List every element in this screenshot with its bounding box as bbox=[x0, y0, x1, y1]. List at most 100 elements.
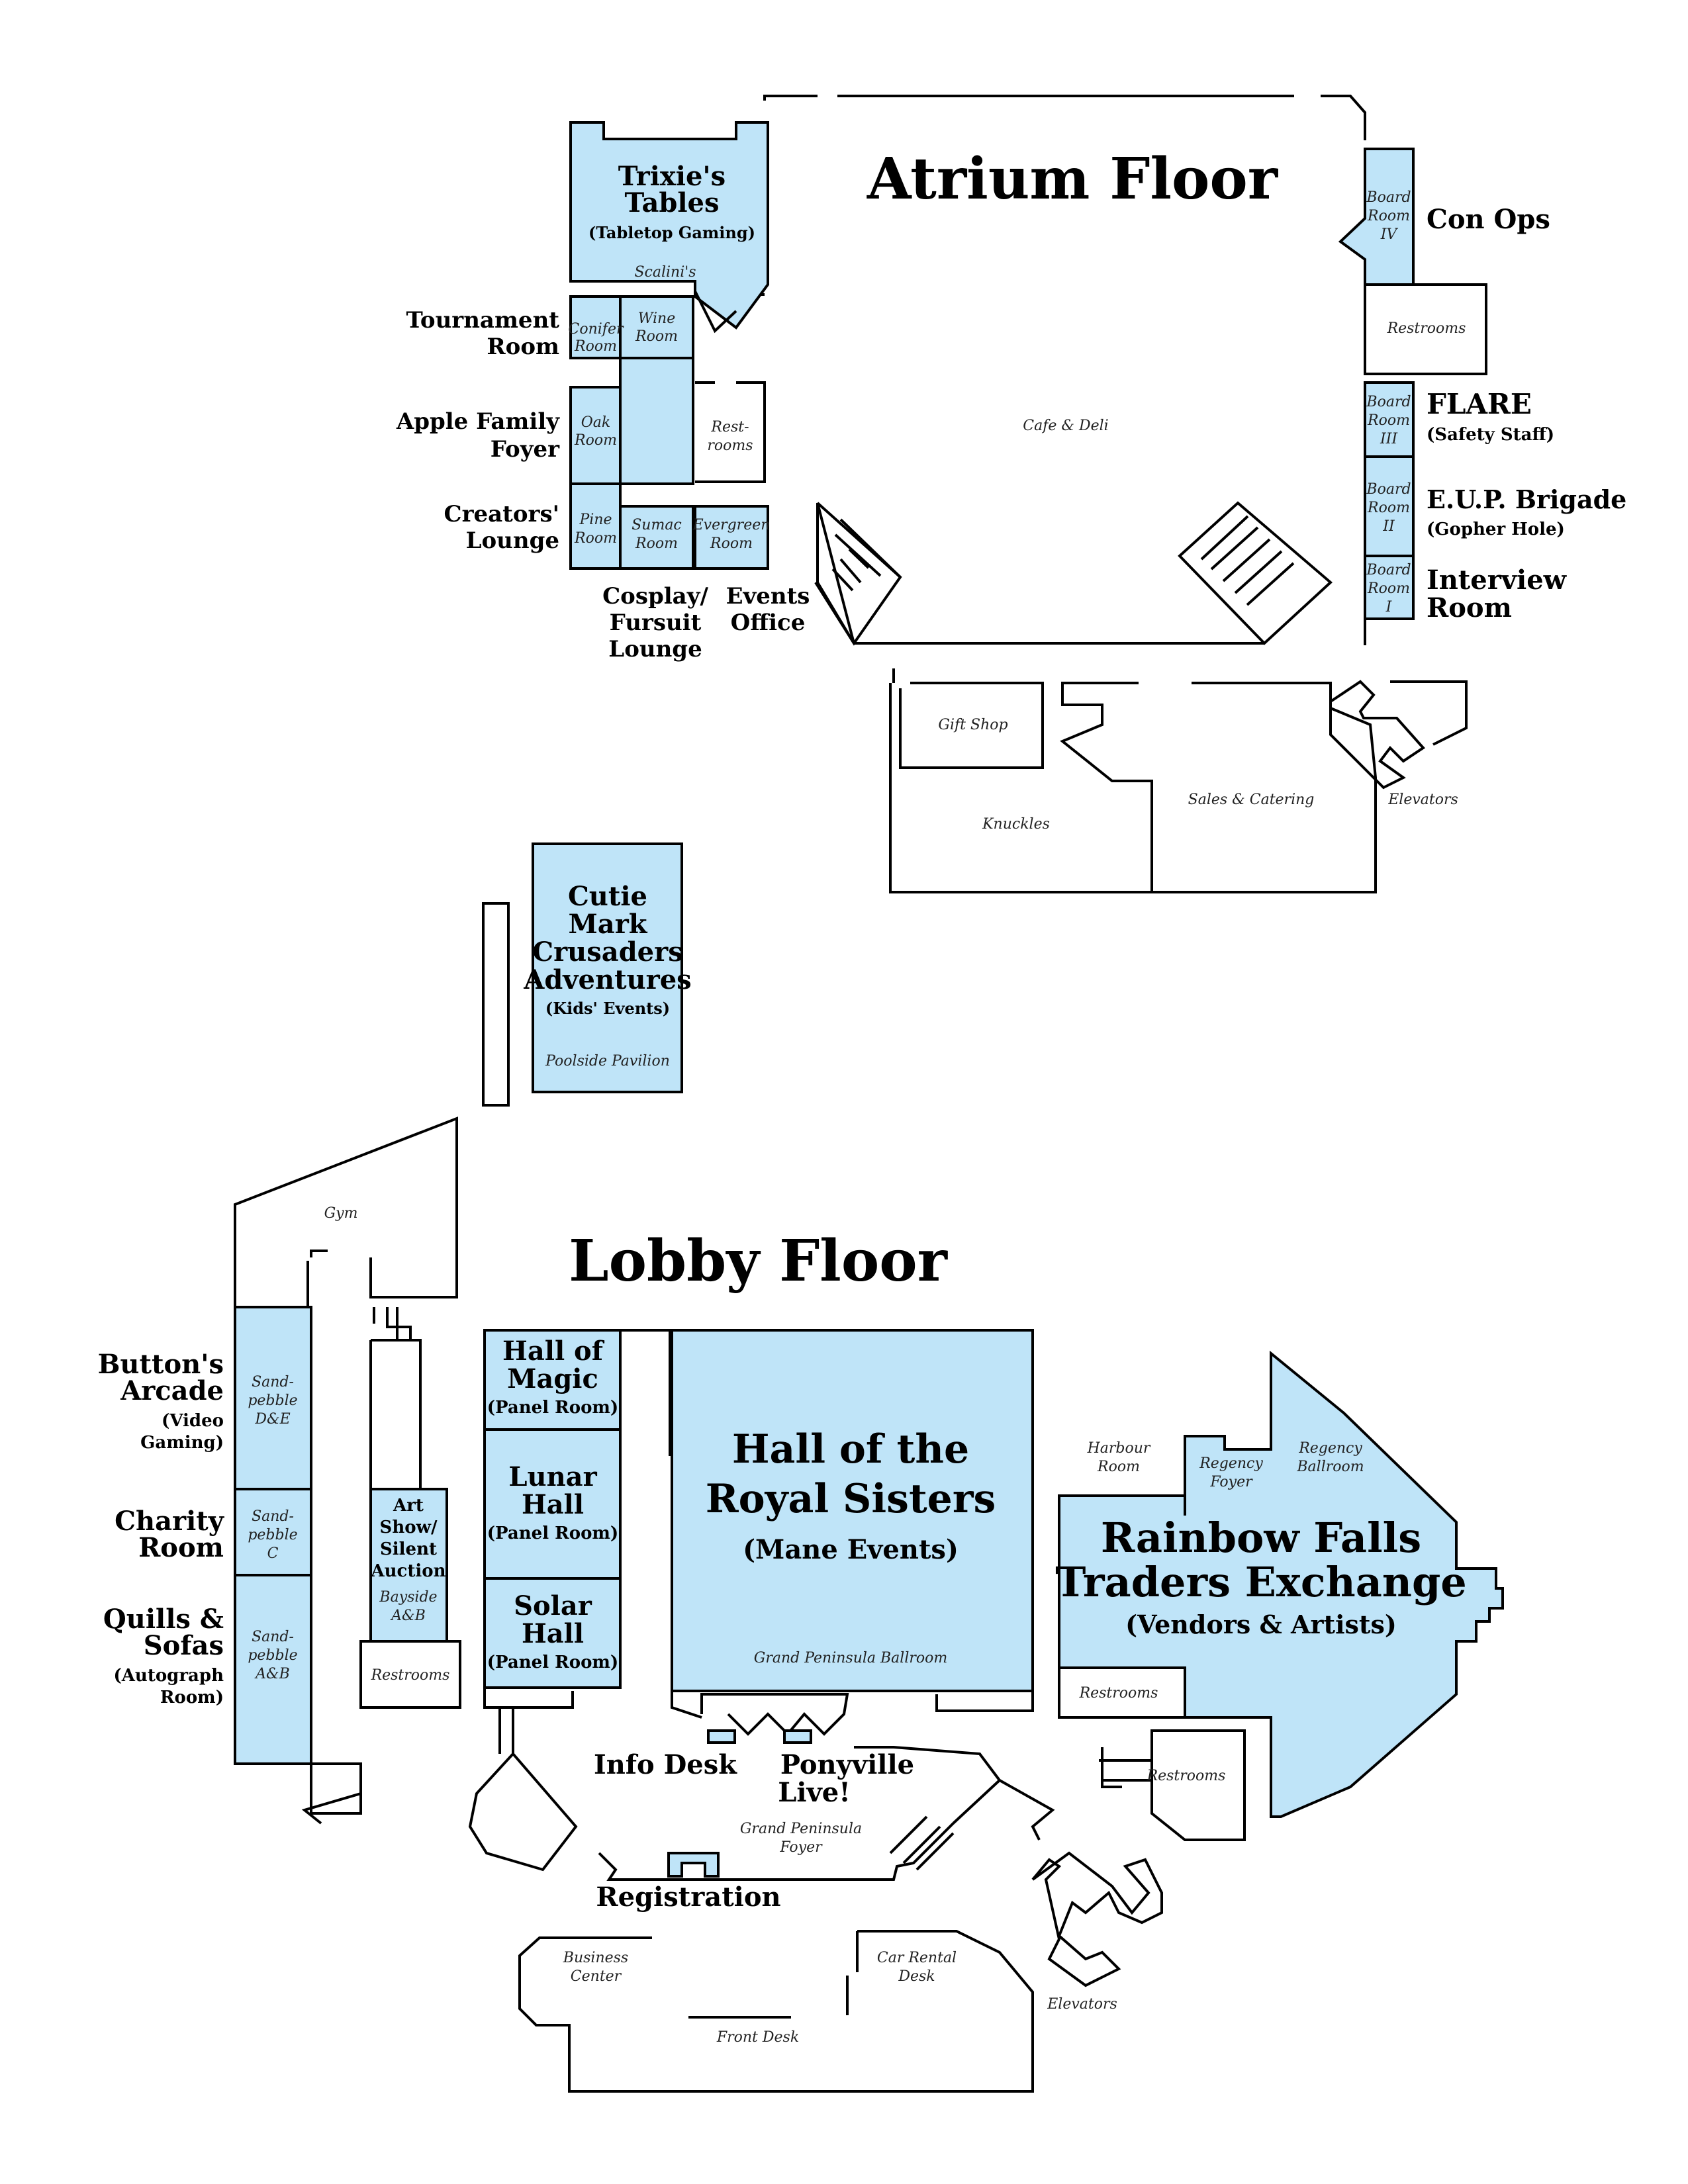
elevators-lobby[interactable] bbox=[1031, 1851, 1163, 1987]
knuckles-label: Knuckles bbox=[982, 816, 1050, 833]
art-label-1: Art bbox=[393, 1496, 424, 1516]
oak-label-1: Oak bbox=[581, 414, 610, 431]
restrooms-left-label-2: rooms bbox=[707, 437, 753, 454]
sp-de-label-1: Sand- bbox=[252, 1374, 294, 1390]
registration-desk-marker[interactable] bbox=[667, 1852, 720, 1878]
lobby-title: Lobby Floor bbox=[569, 1228, 948, 1295]
lobby-floor: Lobby Floor bbox=[234, 1116, 1504, 2093]
lunar-label-1: Lunar bbox=[508, 1461, 597, 1492]
eup-sub: (Gopher Hole) bbox=[1427, 520, 1565, 539]
sp-ab-label-2: pebble bbox=[248, 1647, 297, 1664]
charity-label-1: Charity bbox=[115, 1506, 225, 1537]
trixie-sub: (Tabletop Gaming) bbox=[588, 223, 755, 242]
royal-label-2: Royal Sisters bbox=[706, 1476, 996, 1522]
sp-c-label-2: pebble bbox=[248, 1527, 297, 1543]
bayside-label-2: A&B bbox=[390, 1608, 426, 1624]
sandpebble-ab[interactable] bbox=[234, 1574, 312, 1765]
scalinis-label: Scalini's bbox=[634, 264, 696, 281]
restrooms-lobby-c[interactable] bbox=[1150, 1729, 1246, 1841]
wine-room[interactable] bbox=[619, 295, 694, 359]
lunar-hall[interactable] bbox=[483, 1428, 622, 1580]
stairs-right bbox=[1178, 501, 1333, 645]
rainbow-label-1: Rainbow Falls bbox=[1101, 1514, 1421, 1562]
tournament-label-1: Tournament bbox=[406, 307, 560, 334]
elevators-atrium-label: Elevators bbox=[1387, 792, 1458, 808]
magic-sub: (Panel Room) bbox=[487, 1398, 618, 1418]
board1-label-2: Room bbox=[1367, 580, 1410, 597]
hall-of-the-royal-sisters[interactable] bbox=[671, 1329, 1034, 1692]
board4-label-2: Room bbox=[1367, 208, 1410, 224]
atrium-outline bbox=[763, 95, 1366, 140]
trixie-label-1: Trixie's bbox=[618, 161, 726, 192]
ponyville-desk-marker[interactable] bbox=[783, 1729, 812, 1744]
royal-room-label: Grand Peninsula Ballroom bbox=[754, 1650, 948, 1666]
button-label-3: (Video bbox=[162, 1411, 224, 1431]
sandpebble-de[interactable] bbox=[234, 1306, 312, 1490]
front-desk-area[interactable] bbox=[518, 1930, 1034, 2093]
board1-label-1: Board bbox=[1366, 562, 1411, 578]
wine-label-1: Wine bbox=[638, 310, 675, 327]
eup-label: E.U.P. Brigade bbox=[1427, 484, 1626, 514]
stairs-left bbox=[814, 502, 902, 646]
cosplay-label-3: Lounge bbox=[608, 636, 702, 662]
evergreen-room[interactable] bbox=[694, 505, 769, 570]
sp-de-label-3: D&E bbox=[254, 1411, 290, 1428]
evergreen-label-1: Evergreen bbox=[692, 517, 771, 533]
restrooms-right-atrium[interactable] bbox=[1364, 283, 1487, 375]
restrooms-art-label: Restrooms bbox=[371, 1667, 450, 1684]
board3-label-1: Board bbox=[1366, 394, 1411, 410]
trixies-tables-room[interactable] bbox=[569, 121, 769, 330]
elevators-atrium[interactable] bbox=[1329, 680, 1426, 790]
pool-room-label: Poolside Pavilion bbox=[545, 1053, 670, 1069]
foyer-label-1: Grand Peninsula bbox=[740, 1821, 862, 1837]
lunar-label-2: Hall bbox=[522, 1489, 584, 1520]
wine-label-2: Room bbox=[635, 328, 678, 345]
atrium-floor bbox=[569, 95, 1487, 893]
poolside-pavilion[interactable] bbox=[532, 842, 683, 1093]
quills-label-2: Sofas bbox=[144, 1630, 224, 1661]
registration-label: Registration bbox=[596, 1882, 780, 1913]
info-desk-marker[interactable] bbox=[707, 1729, 736, 1744]
royal-sub: (Mane Events) bbox=[743, 1534, 959, 1565]
regball-label-2: Ballroom bbox=[1296, 1459, 1364, 1475]
board1-label-3: I bbox=[1385, 599, 1393, 615]
quills-label-3: (Autograph bbox=[113, 1666, 224, 1686]
tournament-label-2: Room bbox=[487, 334, 559, 360]
conifer-room[interactable] bbox=[569, 295, 622, 359]
regfoyer-label-2: Foyer bbox=[1209, 1474, 1253, 1490]
restrooms-art[interactable] bbox=[359, 1640, 461, 1709]
sumac-room[interactable] bbox=[619, 505, 694, 570]
cosplay-label-2: Fursuit bbox=[610, 610, 702, 636]
sp-de-label-2: pebble bbox=[248, 1392, 297, 1409]
royal-label-1: Hall of the bbox=[732, 1426, 969, 1473]
board2-label-2: Room bbox=[1367, 500, 1410, 516]
harbour-label-1: Harbour bbox=[1087, 1440, 1151, 1457]
board3-label-3: III bbox=[1380, 431, 1398, 447]
grand-peninsula-foyer[interactable] bbox=[598, 1746, 1055, 1881]
solar-label-2: Hall bbox=[522, 1618, 584, 1649]
gift-shop[interactable] bbox=[899, 682, 1044, 769]
pool-edge bbox=[482, 902, 510, 1107]
pool-label-2: Mark bbox=[569, 909, 648, 940]
board-room-i[interactable] bbox=[1364, 555, 1415, 620]
solar-sub: (Panel Room) bbox=[487, 1653, 618, 1672]
creators-label-2: Lounge bbox=[466, 527, 559, 554]
foyer-label-2: Foyer bbox=[779, 1839, 823, 1856]
restrooms-lobby-b[interactable] bbox=[1058, 1666, 1186, 1719]
pine-room[interactable] bbox=[569, 482, 622, 570]
hall-of-magic[interactable] bbox=[483, 1329, 622, 1431]
magic-label-1: Hall of bbox=[502, 1336, 605, 1367]
sp-c-label-1: Sand- bbox=[252, 1508, 294, 1525]
solar-hall[interactable] bbox=[483, 1577, 622, 1689]
button-label-4: Gaming) bbox=[140, 1433, 224, 1453]
sandpebble-c[interactable] bbox=[234, 1488, 312, 1576]
regball-label-1: Regency bbox=[1298, 1440, 1362, 1457]
board-room-iv[interactable] bbox=[1338, 148, 1415, 286]
sp-ab-label-1: Sand- bbox=[252, 1629, 294, 1645]
lobby-labels: Gym Button's Arcade (Video Gaming) Sand-… bbox=[98, 1205, 1467, 2046]
pool-label-3: Crusaders bbox=[532, 936, 682, 968]
art-show-bayside-ab[interactable] bbox=[369, 1488, 448, 1643]
atrium-corridor bbox=[619, 357, 694, 485]
board3-label-2: Room bbox=[1367, 412, 1410, 429]
conifer-label-1: Conifer bbox=[569, 321, 624, 338]
